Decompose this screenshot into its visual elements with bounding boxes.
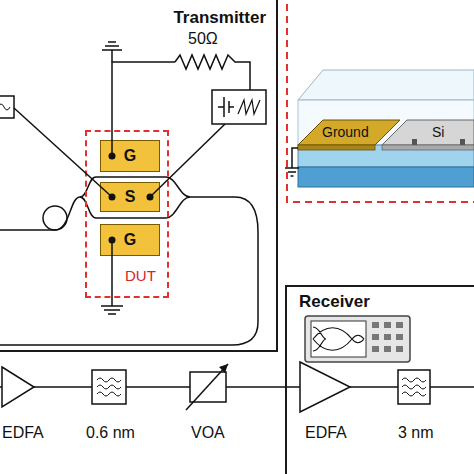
device-illustration-part [298, 145, 375, 150]
optical-fiber [0, 177, 258, 345]
optical-chain-part [2, 367, 34, 407]
signal-pad: S [100, 182, 160, 212]
oscilloscope-part [396, 322, 403, 328]
contact-dots [109, 153, 154, 244]
wires-part [150, 124, 225, 197]
bias-source [212, 90, 266, 124]
attenuator-label: VOA [191, 424, 225, 442]
device-illustration-part [287, 0, 474, 202]
amplifier-label: EDFA [2, 424, 44, 442]
bias-source-part [212, 90, 266, 124]
part-name: Ground [322, 124, 369, 140]
contact-dots-part [147, 194, 154, 201]
wires [14, 42, 250, 314]
wires-part [102, 42, 122, 62]
pad-letter: G [124, 231, 136, 249]
wires-part [14, 108, 112, 197]
part-name: Si [432, 124, 444, 140]
device-illustration-part [298, 100, 474, 145]
device-illustration-part [298, 145, 474, 167]
oscilloscope-part [396, 334, 403, 340]
bias-source-part [218, 97, 234, 117]
filter-label: 3 nm [398, 424, 434, 442]
box-title: Transmitter [173, 8, 266, 28]
oscilloscope-part [384, 322, 391, 328]
optical-chain-part [97, 378, 121, 396]
receiver-box: Receiver [285, 285, 474, 474]
pad-letter: S [125, 188, 136, 206]
optical-chain [0, 362, 474, 412]
optical-chain-part [92, 370, 126, 404]
contact-dots-part [109, 237, 116, 244]
wires-part [175, 55, 250, 90]
device-illustration-part [382, 120, 474, 145]
device-illustration-part [298, 120, 400, 145]
resistor-value: 50Ω [188, 30, 218, 48]
bias-source-part [238, 100, 260, 114]
optical-fiber-part [0, 197, 80, 230]
oscilloscope-part [372, 322, 379, 328]
box-title: DUT [125, 267, 156, 284]
signal-source [0, 96, 14, 118]
filter-label: 0.6 nm [86, 424, 135, 442]
wires-part [112, 62, 175, 156]
optical-fiber-part [0, 197, 258, 345]
optical-chain-part [219, 364, 228, 373]
ground-pad: G [100, 224, 160, 256]
oscilloscope-part [384, 346, 391, 352]
contact-dots-part [109, 153, 116, 160]
device-illustration-part [298, 70, 474, 100]
oscilloscope-part [384, 334, 391, 340]
device-illustration-part [382, 145, 474, 150]
optical-chain-part [300, 362, 350, 412]
oscilloscope [305, 316, 410, 362]
oscilloscope-part [396, 346, 403, 352]
oscilloscope-part [311, 321, 366, 357]
optical-chain-part [398, 370, 430, 404]
optical-chain-part [402, 378, 426, 396]
transmitter-box: TransmitterDUT G S G [0, 0, 278, 352]
contact-dots-part [109, 194, 116, 201]
box-title: Receiver [299, 292, 370, 312]
oscilloscope-part [305, 316, 410, 362]
dut-region: DUT G S G [85, 130, 169, 298]
optical-chain-part [186, 364, 228, 410]
oscilloscope-part [372, 346, 379, 352]
device-illustration-part [285, 148, 299, 176]
device-illustration-part [412, 139, 417, 145]
signal-source-part [0, 96, 14, 118]
device-illustration-part [460, 139, 465, 145]
pad-letter: G [124, 147, 136, 165]
oscilloscope-part [313, 327, 364, 351]
optical-chain-part [0, 386, 300, 388]
device-illustration [285, 0, 474, 202]
amplifier-label: EDFA [305, 424, 347, 442]
oscilloscope-part [372, 334, 379, 340]
wires-part [101, 240, 123, 314]
device-illustration-part [298, 167, 474, 187]
signal-source-part [0, 104, 10, 110]
ground-pad: G [100, 140, 160, 172]
